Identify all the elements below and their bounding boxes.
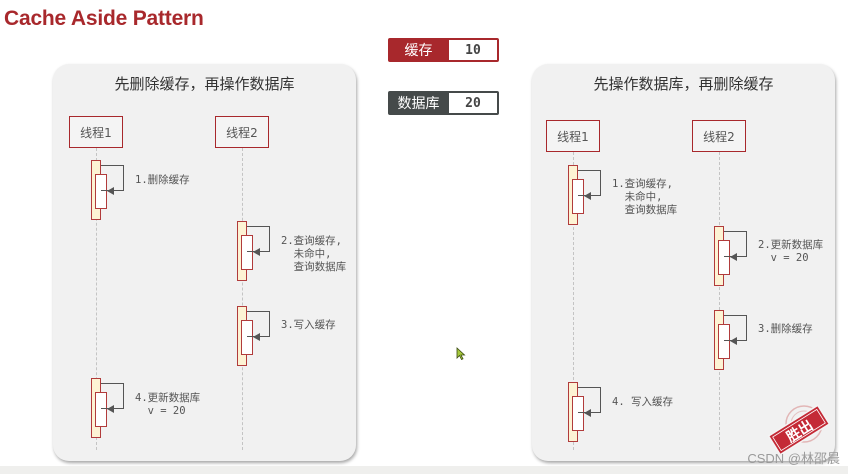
- right-step-3: 3.删除缓存: [758, 323, 813, 335]
- csdn-watermark: CSDN @林邵晨: [747, 451, 840, 466]
- left-panel-delete-cache-first: 先删除缓存，再操作数据库 线程1 线程2 1.删除缓存 2.查询缓存, 未命中,…: [53, 64, 356, 461]
- right-activation-1-inner: [572, 179, 584, 214]
- left-lifeline-2: [242, 148, 243, 450]
- left-step-1: 1.删除缓存: [135, 174, 190, 186]
- cache-label: 缓存: [404, 43, 433, 59]
- right-lifeline-2: [719, 152, 720, 450]
- left-step-4: 4.更新数据库 v = 20: [135, 392, 201, 417]
- database-label: 数据库: [397, 96, 440, 112]
- right-activation-2-inner: [718, 240, 730, 275]
- arrow-icon: [584, 192, 591, 200]
- left-activation-3-inner: [241, 320, 253, 355]
- cache-value-badge: 缓存 10: [388, 38, 499, 62]
- right-thread-1: 线程1: [546, 120, 600, 152]
- left-thread-1: 线程1: [69, 116, 123, 148]
- left-thread-2: 线程2: [215, 116, 269, 148]
- arrow-icon: [584, 409, 591, 417]
- cache-value: 10: [449, 40, 497, 60]
- database-value: 20: [449, 93, 497, 113]
- right-thread-2: 线程2: [692, 120, 746, 152]
- bottom-bar: [0, 466, 848, 474]
- arrow-icon: [730, 337, 737, 345]
- left-activation-2-inner: [241, 235, 253, 270]
- left-activation-1-inner: [95, 174, 107, 209]
- left-lifeline-1: [96, 148, 97, 450]
- left-panel-title: 先删除缓存，再操作数据库: [114, 75, 295, 93]
- winner-stamp-icon: 胜出: [768, 404, 830, 454]
- database-value-badge: 数据库 20: [388, 91, 499, 115]
- arrow-icon: [730, 253, 737, 261]
- page-title: Cache Aside Pattern: [4, 7, 204, 30]
- left-step-2: 2.查询缓存, 未命中, 查询数据库: [281, 235, 347, 273]
- right-activation-3-inner: [718, 324, 730, 359]
- arrow-icon: [107, 405, 114, 413]
- right-panel-update-db-first: 先操作数据库，再删除缓存 线程1 线程2 1.查询缓存, 未命中, 查询数据库 …: [532, 64, 835, 461]
- right-lifeline-1: [573, 152, 574, 450]
- left-step-3: 3.写入缓存: [281, 319, 336, 331]
- right-step-2: 2.更新数据库 v = 20: [758, 239, 824, 264]
- arrow-icon: [253, 248, 260, 256]
- left-activation-4-inner: [95, 392, 107, 427]
- mouse-cursor-icon: [456, 347, 466, 361]
- arrow-icon: [253, 333, 260, 341]
- right-panel-title: 先操作数据库，再删除缓存: [593, 75, 774, 93]
- right-step-1: 1.查询缓存, 未命中, 查询数据库: [612, 178, 678, 216]
- arrow-icon: [107, 187, 114, 195]
- right-activation-4-inner: [572, 396, 584, 431]
- right-step-4: 4. 写入缓存: [612, 396, 673, 408]
